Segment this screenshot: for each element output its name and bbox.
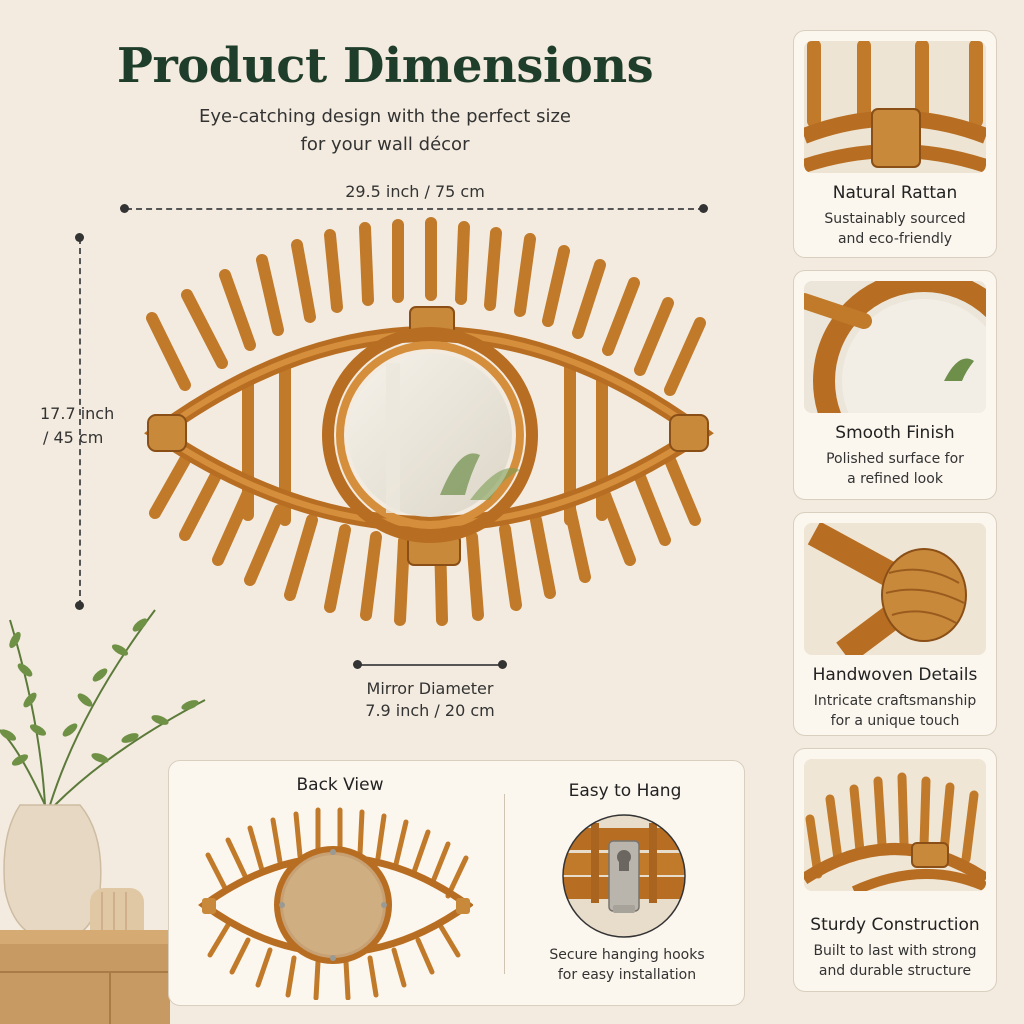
easy-to-hang-title: Easy to Hang [568, 781, 682, 801]
decor-plant-and-vase [0, 609, 206, 1024]
subtitle-line-2: for your wall décor [300, 134, 470, 155]
subtitle-line-1: Eye-catching design with the perfect siz… [199, 106, 571, 127]
page-title: Product Dimensions [116, 38, 654, 94]
width-dimension-end-dot [699, 204, 708, 213]
mirror-diameter-end-dot [498, 660, 507, 669]
handwoven-details-photo [804, 523, 986, 655]
feature-card-sturdy-construction: Sturdy Construction Built to last with s… [793, 748, 997, 992]
feature-title: Handwoven Details [812, 665, 978, 685]
natural-rattan-photo [804, 41, 986, 173]
mirror-diameter-start-dot [353, 660, 362, 669]
height-dimension-label-line-2: / 45 cm [43, 428, 104, 447]
back-view-illustration [198, 807, 473, 1000]
mirror-diameter-label: Mirror Diameter [366, 679, 494, 698]
eye-mirror-illustration [144, 217, 714, 626]
feature-card-handwoven-details: Handwoven Details Intricate craftsmanshi… [793, 512, 997, 736]
feature-title: Sturdy Construction [810, 915, 980, 935]
width-dimension-start-dot [120, 204, 129, 213]
sturdy-construction-photo [804, 759, 986, 891]
height-dimension-label-line-1: 17.7 inch [40, 404, 115, 423]
back-view-title: Back View [296, 775, 384, 795]
mirror-diameter-value: 7.9 inch / 20 cm [365, 701, 495, 720]
mirror-diameter-line [357, 664, 502, 666]
height-dimension-bottom-dot [75, 601, 84, 610]
panel-divider [504, 794, 505, 974]
height-dimension-top-dot [75, 233, 84, 242]
hanging-hook-closeup [562, 814, 686, 938]
feature-title: Natural Rattan [832, 183, 958, 203]
smooth-finish-photo [804, 281, 986, 413]
width-dimension-line [126, 208, 704, 210]
width-dimension-label: 29.5 inch / 75 cm [345, 182, 485, 201]
height-dimension-line [79, 238, 81, 606]
feature-title: Smooth Finish [835, 423, 955, 443]
